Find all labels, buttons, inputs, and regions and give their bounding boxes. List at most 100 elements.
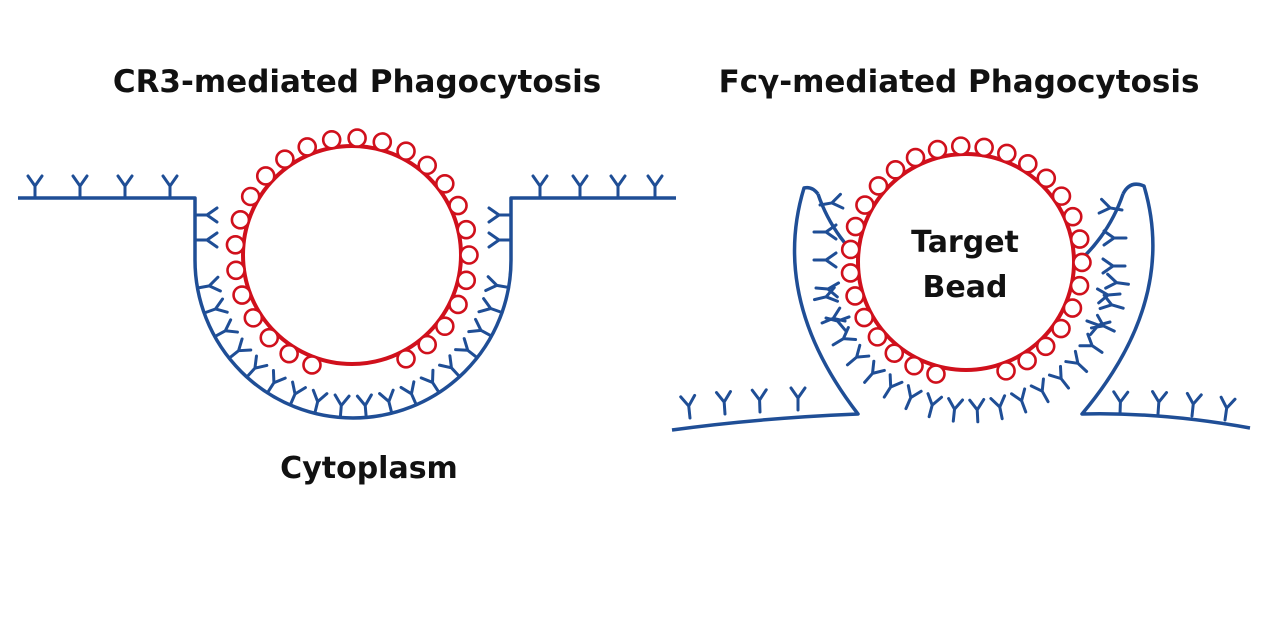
y-receptor-icon	[845, 343, 871, 367]
y-receptor-icon	[1112, 390, 1130, 416]
fcgamma-left-pseudopod	[671, 185, 860, 432]
complement-circle-icon	[226, 260, 246, 281]
antibody-circle-icon	[885, 160, 906, 180]
complement-circle-icon	[297, 137, 318, 157]
antibody-circle-icon	[855, 195, 875, 215]
panel-cr3: CR3-mediated Phagocytosis Cytoplasm	[18, 64, 676, 486]
y-receptor-icon	[1185, 391, 1203, 418]
antibody-circle-icon	[1051, 318, 1071, 339]
y-receptor-icon	[882, 373, 904, 399]
y-receptor-icon	[311, 388, 329, 415]
complement-circle-icon	[448, 294, 468, 315]
y-receptor-icon	[288, 380, 307, 407]
antibody-circle-icon	[854, 307, 874, 328]
fcgamma-cup-receptors	[812, 192, 1130, 424]
cr3-cup-receptors	[193, 206, 513, 419]
y-receptor-icon	[863, 359, 886, 384]
antibody-circle-icon	[950, 136, 971, 156]
antibody-circle-icon	[845, 216, 866, 237]
y-receptor-icon	[646, 174, 664, 200]
antibody-circle-icon	[1069, 229, 1090, 249]
y-receptor-icon	[812, 223, 838, 241]
fcgamma-bead-ligands	[840, 136, 1092, 384]
y-receptor-icon	[1089, 313, 1116, 333]
antibody-circle-icon	[997, 143, 1017, 164]
complement-circle-icon	[225, 235, 246, 255]
y-receptor-icon	[1064, 349, 1089, 374]
y-receptor-icon	[789, 386, 807, 412]
y-receptor-icon	[818, 192, 845, 210]
antibody-circle-icon	[1072, 252, 1092, 273]
complement-circle-icon	[321, 129, 342, 150]
fcgamma-surface-receptors	[679, 386, 1237, 422]
antibody-circle-icon	[1035, 336, 1056, 357]
complement-circle-icon	[456, 219, 477, 240]
complement-circle-icon	[230, 210, 251, 230]
complement-circle-icon	[396, 141, 416, 162]
antibody-circle-icon	[1051, 186, 1072, 206]
cytoplasm-label: Cytoplasm	[280, 451, 458, 486]
y-receptor-icon	[438, 354, 462, 379]
complement-circle-icon	[240, 186, 261, 207]
y-receptor-icon	[812, 251, 838, 269]
y-receptor-icon	[467, 317, 493, 338]
y-receptor-icon	[926, 392, 944, 419]
y-receptor-icon	[245, 354, 269, 379]
panel-fcgamma: Fcγ-mediated Phagocytosis Target Bead	[671, 64, 1251, 432]
y-receptor-icon	[968, 397, 986, 424]
antibody-circle-icon	[1017, 350, 1037, 371]
y-receptor-icon	[419, 368, 441, 395]
complement-circle-icon	[243, 308, 264, 328]
target-bead-label-line2: Bead	[923, 270, 1008, 305]
antibody-circle-icon	[905, 147, 926, 168]
y-receptor-icon	[750, 388, 768, 414]
antibody-circle-icon	[904, 355, 924, 376]
y-receptor-icon	[227, 337, 253, 360]
complement-circle-icon	[302, 355, 322, 375]
y-receptor-icon	[477, 297, 504, 314]
antibody-circle-icon	[1036, 168, 1057, 189]
complement-circle-icon	[459, 245, 479, 265]
antibody-circle-icon	[884, 343, 905, 363]
fcgamma-right-pseudopod	[1080, 182, 1251, 430]
complement-circle-icon	[347, 128, 367, 148]
y-receptor-icon	[487, 231, 513, 249]
y-receptor-icon	[1029, 377, 1050, 404]
y-receptor-icon	[26, 174, 44, 200]
y-receptor-icon	[571, 174, 589, 200]
y-receptor-icon	[714, 390, 732, 416]
y-receptor-icon	[1104, 272, 1130, 290]
y-receptor-icon	[989, 394, 1007, 421]
y-receptor-icon	[1101, 257, 1127, 275]
antibody-circle-icon	[1062, 298, 1083, 318]
complement-circle-icon	[372, 132, 393, 152]
y-receptor-icon	[1097, 197, 1124, 215]
y-receptor-icon	[1078, 332, 1104, 354]
antibody-circle-icon	[927, 139, 948, 160]
y-receptor-icon	[195, 275, 222, 293]
antibody-circle-icon	[996, 361, 1016, 381]
y-receptor-icon	[116, 174, 134, 200]
y-receptor-icon	[454, 337, 479, 360]
complement-circle-icon	[259, 327, 280, 348]
target-bead-label-line1: Target	[911, 225, 1019, 260]
y-receptor-icon	[814, 281, 841, 299]
complement-circle-icon	[417, 334, 438, 355]
panel-fcgamma-title: Fcγ-mediated Phagocytosis	[719, 64, 1200, 100]
complement-circle-icon	[396, 348, 416, 369]
complement-circle-icon	[417, 155, 438, 176]
antibody-circle-icon	[840, 239, 861, 260]
y-receptor-icon	[202, 297, 229, 315]
y-receptor-icon	[1102, 229, 1128, 247]
y-receptor-icon	[947, 397, 965, 423]
complement-circle-icon	[435, 173, 455, 194]
cr3-surface-receptors	[26, 174, 664, 200]
complement-circle-icon	[255, 166, 276, 186]
y-receptor-icon	[333, 393, 351, 419]
y-receptor-icon	[161, 174, 179, 200]
antibody-circle-icon	[974, 137, 994, 158]
antibody-circle-icon	[1018, 154, 1038, 174]
complement-circle-icon	[279, 343, 299, 364]
cr3-cell-membrane	[18, 196, 676, 420]
